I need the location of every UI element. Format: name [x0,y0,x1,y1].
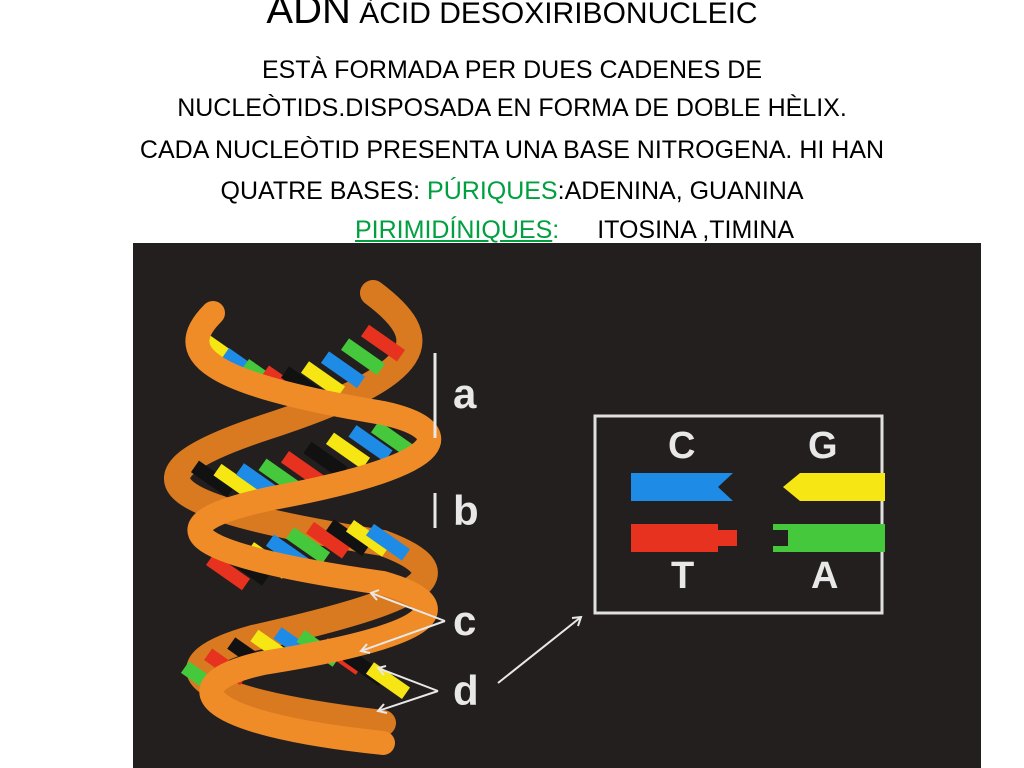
base-pair-bar [303,441,348,479]
cytosine-shape [631,473,733,501]
guanine-shape [783,473,885,501]
base-pair-bar [320,351,366,389]
thymine-shape [631,524,737,552]
text-line-3: CADA NUCLEÒTID PRESENTA UNA BASE NITROGE… [139,136,885,164]
bases-intro: QUATRE BASES: [220,177,428,205]
base-pair-bar [340,338,386,376]
pyrimidines-list: ITOSINA ,TIMINA [597,216,794,244]
purines-label: PÚRIQUES [427,177,558,205]
dna-figure: a b c d C G T A [133,243,981,768]
legend-letter-t: T [671,555,694,597]
label-c: c [453,597,476,644]
base-pair-bar [285,527,331,564]
base-pair-bar [348,425,393,462]
base-pair-bar [300,361,346,398]
label-d: d [453,667,479,714]
pyrimidines-label: PIRIMIDÍNIQUES [355,216,553,244]
legend-letter-g: G [808,425,838,467]
text-line-2: NUCLEÒTIDS.DISPOSADA EN FORMA DE DOBLE H… [177,94,847,122]
legend-box [593,414,884,615]
adenine-shape [773,524,885,552]
legend-letter-c: C [668,425,695,467]
base-pair-bar [365,523,411,561]
base-pair-bar [370,420,416,458]
label-d-arrows [376,615,583,714]
base-pair-bar [325,519,371,556]
purines-list: :ADENINA, GUANINA [557,177,804,205]
page-title: ADN ÀCID DESOXIRIBONUCLEIC [0,0,1024,34]
text-line-4: QUATRE BASES: PÚRIQUES:ADENINA, GUANINA [0,175,1024,207]
label-b: b [453,487,479,534]
label-a: a [453,370,477,417]
base-pair-bar [325,432,371,470]
backbone-front-strand [185,301,442,755]
legend-letter-a: A [811,555,838,597]
dna-diagram: a b c d C G T A [164,280,885,755]
label-c-arrows [359,589,446,654]
text-line-5: PIRIMIDÍNIQUES: ITOSINA ,TIMINA [355,214,794,246]
base-pair-bar [360,324,406,362]
base-pair-bar [205,553,251,591]
pyrimidines-colon: : [552,216,560,244]
base-pair-bar [213,463,258,501]
base-pair-bar [345,520,391,557]
base-pair-bar [365,662,411,700]
base-pair-bar [305,521,351,559]
text-line-1: ESTÀ FORMADA PER DUES CADENES DE [261,56,763,84]
base-pair-bar [190,460,236,498]
title-main: ADN [266,0,351,32]
title-sub: ÀCID DESOXIRIBONUCLEIC [359,0,758,30]
